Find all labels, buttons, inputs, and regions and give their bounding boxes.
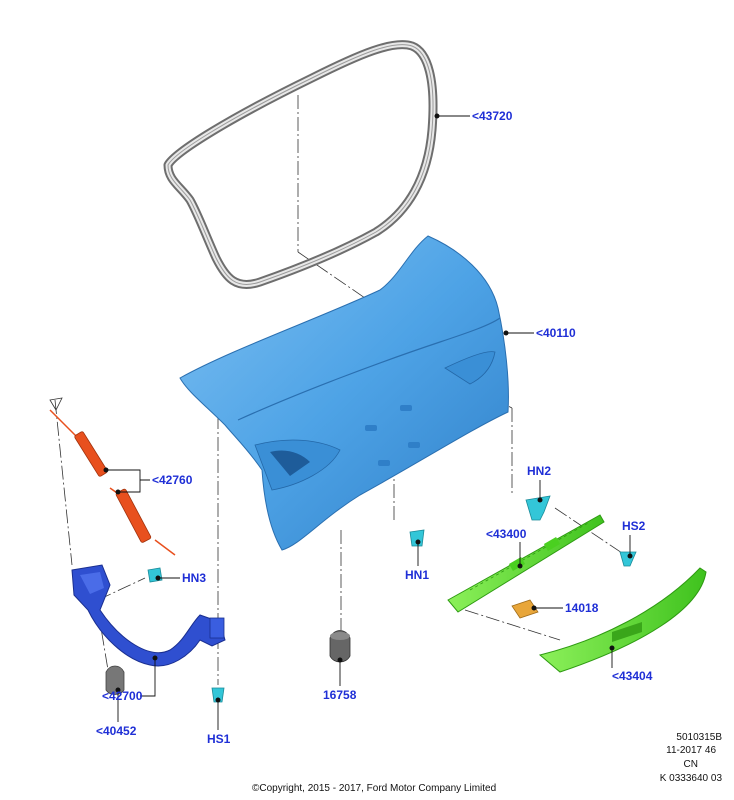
callout-hn2[interactable]: HN2 — [527, 464, 551, 478]
weatherstrip-seal — [163, 40, 438, 289]
callout-43404[interactable]: <43404 — [612, 669, 653, 683]
callout-42760[interactable]: <42760 — [152, 473, 193, 487]
callout-hs1[interactable]: HS1 — [207, 732, 231, 746]
copyright-text: ©Copyright, 2015 - 2017, Ford Motor Comp… — [252, 783, 496, 794]
garnish-reinforcement — [447, 514, 605, 613]
drawing-date: 11-2017 46 — [666, 745, 716, 756]
drawing-reference: K 0333640 03 — [660, 773, 723, 784]
lid-hinge — [71, 564, 226, 667]
rubber-bumper — [329, 630, 351, 663]
garnish-moulding — [538, 567, 707, 673]
callout-42700[interactable]: <42700 — [102, 689, 143, 703]
callout-14018[interactable]: 14018 — [565, 601, 599, 615]
callout-40110[interactable]: <40110 — [536, 326, 576, 340]
bumper-stop — [105, 665, 125, 695]
callout-16758[interactable]: 16758 — [323, 688, 357, 702]
drawing-region: CN — [684, 759, 698, 770]
trunk-lid-panel — [179, 235, 509, 551]
clips — [147, 495, 637, 703]
drawing-code: 5010315B — [676, 732, 722, 743]
callout-43720[interactable]: <43720 — [472, 109, 513, 123]
callout-hn1[interactable]: HN1 — [405, 568, 429, 582]
callout-hn3[interactable]: HN3 — [182, 571, 206, 585]
leaders — [103, 113, 633, 730]
wiring-bracket — [511, 599, 539, 619]
callout-hs2[interactable]: HS2 — [622, 519, 646, 533]
callout-43400[interactable]: <43400 — [486, 527, 527, 541]
callout-40452[interactable]: <40452 — [96, 724, 137, 738]
